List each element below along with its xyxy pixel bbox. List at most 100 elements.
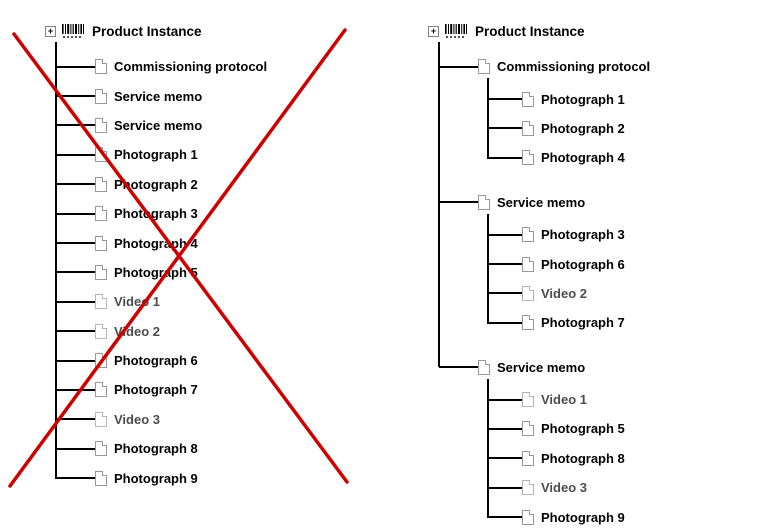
tree-item-label: Photograph 3 [541, 227, 625, 243]
tree-item-label: Photograph 7 [541, 315, 625, 331]
tree-item[interactable]: Photograph 5 [477, 414, 650, 443]
tree-item-label: Photograph 8 [541, 450, 625, 466]
tree-branch-line [56, 183, 95, 186]
tree-item[interactable]: Photograph 7 [477, 308, 650, 337]
tree-item[interactable]: Photograph 3 [477, 220, 650, 249]
tree-branch-line [56, 388, 95, 391]
tree-item[interactable]: Photograph 4 [45, 228, 267, 257]
tree-item[interactable]: Commissioning protocol [45, 52, 267, 81]
tree-branch-line [439, 366, 478, 369]
expander-icon[interactable]: + [45, 25, 56, 37]
tree-branch-line [56, 124, 95, 127]
tree-branch-line [56, 65, 95, 68]
tree-item[interactable]: Photograph 7 [45, 375, 267, 404]
tree-item-label: Photograph 6 [114, 353, 198, 369]
tree-branch-line [488, 127, 522, 130]
tree-group: Commissioning protocol Photograph 1 Phot… [428, 52, 650, 173]
document-icon [522, 450, 534, 466]
tree-branch-line [56, 477, 95, 480]
tree-item-label: Video 1 [114, 294, 161, 310]
tree-item-label: Service memo [497, 194, 586, 210]
tree-item[interactable]: Service memo [45, 111, 267, 140]
tree-item[interactable]: Photograph 2 [45, 170, 267, 199]
tree-item[interactable]: Video 1 [45, 287, 267, 316]
tree-item-label: Service memo [497, 359, 586, 375]
document-icon [95, 147, 107, 163]
tree-branch-line [488, 263, 522, 266]
document-icon [95, 176, 107, 192]
tree-item-label: Video 2 [541, 285, 588, 301]
left-tree: + Product Instance Commissioning protoco… [45, 16, 267, 493]
tree-root-node[interactable]: + Product Instance [428, 16, 650, 46]
tree-item[interactable]: Photograph 3 [45, 199, 267, 228]
tree-item[interactable]: Photograph 2 [477, 114, 650, 143]
tree-branch-line [56, 359, 95, 362]
tree-item-label: Photograph 2 [541, 120, 625, 136]
tree-item-label: Photograph 4 [541, 150, 625, 166]
document-icon [522, 392, 534, 408]
document-icon [95, 59, 107, 75]
tree-item[interactable]: Photograph 9 [477, 502, 650, 531]
barcode-icon [445, 23, 467, 38]
tree-branch-line [439, 65, 478, 68]
tree-branch-line [56, 330, 95, 333]
tree-item-label: Photograph 3 [114, 206, 198, 222]
tree-item-label: Service memo [114, 88, 203, 104]
tree-item-label: Video 3 [541, 480, 588, 496]
tree-item[interactable]: Video 3 [477, 473, 650, 502]
tree-branch-line [56, 447, 95, 450]
tree-item-label: Photograph 9 [114, 470, 198, 486]
document-icon [522, 315, 534, 331]
document-icon [522, 285, 534, 301]
tree-children: Video 1 Photograph 5 Photograph 8 Video … [477, 378, 650, 532]
tree-item-label: Photograph 6 [541, 256, 625, 272]
tree-children: Photograph 3 Photograph 6 Video 2 Photog… [477, 213, 650, 338]
document-icon [522, 421, 534, 437]
tree-root-label: Product Instance [92, 23, 202, 39]
document-icon [522, 227, 534, 243]
tree-item[interactable]: Video 2 [477, 279, 650, 308]
tree-branch-line [488, 233, 522, 236]
barcode-icon [62, 23, 84, 38]
document-icon [95, 235, 107, 251]
tree-item[interactable]: Video 1 [477, 385, 650, 414]
tree-item-label: Commissioning protocol [114, 59, 268, 75]
tree-item[interactable]: Photograph 4 [477, 143, 650, 172]
tree-branch-line [488, 98, 522, 101]
tree-item[interactable]: Service memo [428, 188, 650, 217]
tree-item[interactable]: Photograph 8 [477, 444, 650, 473]
tree-item-label: Video 2 [114, 323, 161, 339]
document-icon [522, 480, 534, 496]
tree-root-node[interactable]: + Product Instance [45, 16, 267, 46]
tree-item[interactable]: Photograph 6 [45, 346, 267, 375]
tree-item-label: Service memo [114, 117, 203, 133]
document-icon [95, 470, 107, 486]
tree-branch-line [488, 427, 522, 430]
tree-item[interactable]: Video 3 [45, 405, 267, 434]
tree-item[interactable]: Service memo [45, 81, 267, 110]
tree-item[interactable]: Service memo [428, 353, 650, 382]
tree-item[interactable]: Photograph 6 [477, 249, 650, 278]
document-icon [522, 120, 534, 136]
tree-item[interactable]: Photograph 5 [45, 258, 267, 287]
tree-item-label: Photograph 7 [114, 382, 198, 398]
tree-item-label: Photograph 5 [114, 264, 198, 280]
tree-item[interactable]: Photograph 8 [45, 434, 267, 463]
tree-branch-line [56, 300, 95, 303]
tree-item-label: Video 3 [114, 411, 161, 427]
document-icon [95, 294, 107, 310]
tree-branch-line [488, 321, 522, 324]
document-icon [522, 509, 534, 525]
tree-item-label: Photograph 4 [114, 235, 198, 251]
tree-item[interactable]: Video 2 [45, 317, 267, 346]
document-icon [95, 206, 107, 222]
tree-item[interactable]: Photograph 9 [45, 463, 267, 492]
tree-item[interactable]: Commissioning protocol [428, 52, 650, 81]
expander-icon[interactable]: + [428, 25, 439, 37]
document-icon [522, 91, 534, 107]
tree-branch-line [488, 457, 522, 460]
tree-item[interactable]: Photograph 1 [45, 140, 267, 169]
tree-item[interactable]: Photograph 1 [477, 84, 650, 113]
tree-branch-line [56, 212, 95, 215]
right-tree: + Product Instance Commissioning protoco… [428, 16, 650, 532]
